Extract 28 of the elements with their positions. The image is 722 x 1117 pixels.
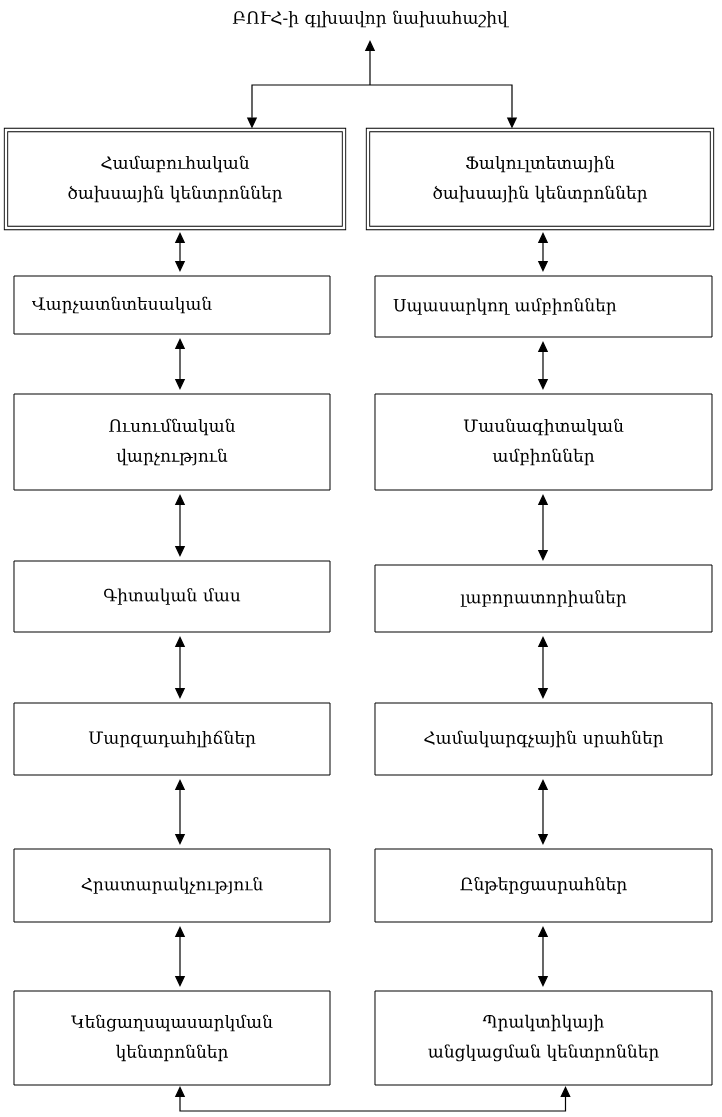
- arrow: [174, 926, 186, 987]
- process-box: լաբորատորիաներ: [374, 564, 713, 633]
- arrow: [174, 1086, 571, 1112]
- process-box: Մարզադահլիճներ: [13, 702, 331, 776]
- arrow: [174, 494, 186, 557]
- arrow: [537, 232, 549, 272]
- arrow: [537, 636, 549, 699]
- process-box: Ուսումնական վարչություն: [13, 393, 331, 491]
- process-box: Սպասարկող ամբիոններ: [374, 275, 713, 338]
- arrow: [537, 779, 549, 845]
- process-box: Կենցաղսպասարկման կենտրոններ: [13, 990, 331, 1086]
- process-box: Գիտական մաս: [13, 560, 331, 633]
- arrow: [537, 494, 549, 561]
- process-box: Հրատարակչություն: [13, 848, 331, 923]
- process-box: Համակարգչային սրահներ: [374, 702, 713, 776]
- process-box: Պրակտիկայի անցկացման կենտրոններ: [374, 990, 713, 1086]
- arrow: [174, 232, 186, 272]
- arrow: [174, 779, 186, 845]
- arrow: [174, 636, 186, 699]
- process-box: Մասնագիտական ամբիոններ: [374, 393, 713, 491]
- heading-text: ԲՈՒՀ-ի գլխավոր նախահաշիվ: [232, 10, 509, 28]
- process-box: Վարչատնտեսական: [13, 275, 331, 335]
- double-bordered-box: Համաբուհական ծախսային կենտրոններ: [3, 127, 347, 231]
- double-bordered-box: Ֆակուլտետային ծախսային կենտրոններ: [365, 127, 715, 231]
- arrow: [537, 341, 549, 390]
- arrow: [537, 926, 549, 987]
- process-box: Ընթերցասրահներ: [374, 848, 713, 923]
- arrow: [174, 338, 186, 390]
